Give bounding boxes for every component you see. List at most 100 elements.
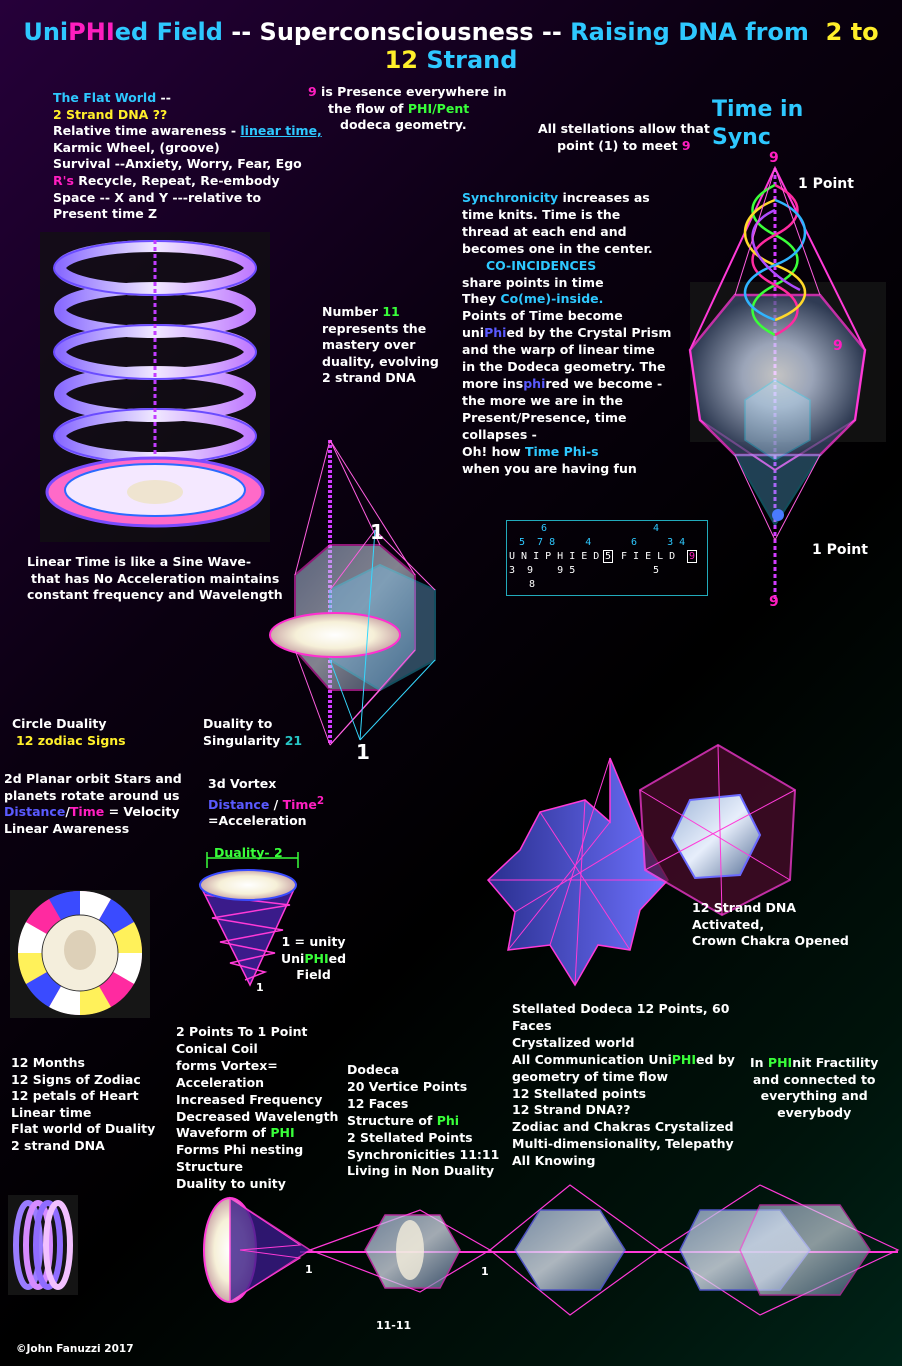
uniphied-field-code-box: 6 4 5 7 8 4 6 3 4 U N I P H I E D 5 F I … [506,520,708,596]
stellations-line2: point (1) to meet [557,137,682,153]
unity-uni: Uni [281,950,305,966]
vortex-slash: / [269,796,283,812]
bottom-one-left: 1 [305,1263,313,1276]
sync-phi: Phi [484,325,507,341]
fractility-line4: everybody [777,1104,852,1120]
vortex-acceleration: =Acceleration [208,813,307,829]
sine-wave-text: Linear Time is like a Sine Wave- that ha… [27,554,283,604]
unity-field-text: 1 = unity UniPHIed Field [281,934,346,984]
two-points-line2: Conical Coil [176,1040,258,1056]
bottom-evolution-sequence [203,1184,900,1316]
sync-line2: time knits. Time is the [462,206,621,222]
duality-line1: Duality to [203,716,273,731]
unity-line1: 1 = unity [281,934,346,949]
code-letters1: U N I P H I E D [509,551,600,562]
sync-phi2: phi [523,375,546,391]
bottom-one-right: 1 [481,1265,489,1278]
unity-field: Field [296,967,331,983]
flat-world-rs: R's [53,172,74,188]
sync-collapses: collapses - [462,426,537,442]
fractility-text: In PHInit Fractility and connected to ev… [750,1055,878,1121]
dodeca-line6: Synchronicities 11:11 [347,1146,500,1162]
sync-crystal-prism: ed by the Crystal Prism [506,325,672,341]
sync-oh-how: Oh! how [462,443,525,459]
nine-bottom: 9 [769,594,779,610]
conical-vortex [198,852,299,987]
flat-world-linear-link: linear time, [240,123,322,139]
sync-line4: becomes one in the center. [462,240,653,256]
flat-world-space: Space -- X and Y ---relative to [53,189,262,205]
code-top1: 6 [541,523,548,534]
coincidences-heading: CO-INCIDENCES [486,257,597,273]
circle-duality-line1: Circle Duality [12,716,107,731]
months-line5: Flat world of Duality [11,1121,156,1137]
one-point-top: 1 Point [798,176,854,192]
one-point-bottom: 1 Point [812,542,868,558]
number11-line3: mastery over [322,337,416,353]
planar-line2: planets rotate around us [4,787,180,803]
vortex-time: Time [282,796,317,812]
planar-line1: 2d Planar orbit Stars and [4,771,182,786]
planar-slash: / [65,804,70,820]
dodeca-line1: Dodeca [347,1062,400,1077]
months-line4: Linear time [11,1104,92,1120]
title-raise: Raising DNA from [570,18,809,46]
code-box1: 5 [603,550,614,563]
sync-line8: Points of Time become [462,308,623,324]
flat-world-karmic: Karmic Wheel, (groove) [53,139,220,155]
page-title: UniPHIed Field -- Superconsciousness -- … [0,18,902,74]
synchronicity-increases: increases as [558,190,650,205]
sync-uni: uni [462,325,485,341]
singularity-label: Singularity [203,732,285,748]
vortex-text: 3d Vortex Distance / Time2 =Acceleration [208,776,324,830]
dodeca-line7: Living in Non Duality [347,1163,495,1179]
dna12-line3: Crown Chakra Opened [692,933,849,949]
stellated-line2: Faces [512,1017,552,1033]
time-in-sync-line2: Sync [712,125,771,150]
stellations-line1: All stellations allow that [538,121,710,136]
code-letters2: F I E L D [621,551,676,562]
sync-time: time [590,409,627,425]
sync-presence: Present/Presence, [462,409,591,425]
code-top2: 4 [653,523,660,534]
cone-one-label: 1 [256,981,264,994]
synchronicity-text: Synchronicity increases as time knits. T… [462,190,671,477]
sync-line10: and the warp of linear time [462,342,655,358]
flat-world-dash: -- [156,90,171,105]
two-points-line9: Structure [176,1159,243,1175]
presence-dodeca: dodeca geometry. [340,117,467,133]
number11-line4: duality, evolving [322,353,439,369]
time-sync-crystal [688,165,886,600]
two-points-line8: Forms Phi nesting [176,1142,304,1158]
months-text: 12 Months 12 Signs of Zodiac 12 petals o… [11,1055,155,1155]
fractility-phi: PHI [767,1055,793,1070]
sync-line13: the more we are in the [462,392,624,408]
sync-line6: share points in time [462,274,604,290]
number11-line2: represents the [322,320,427,336]
stellated-line6: 12 Stellated points [512,1085,647,1101]
title-sep: -- [533,18,571,46]
eleven-eleven-label: 11-11 [376,1319,412,1332]
code-bot2: 5 [653,565,660,576]
stellated-dodecahedron [486,743,797,987]
code-bot1: 3 9 9 5 [509,565,576,576]
flat-world-present: Present time Z [53,206,158,222]
vortex-squared: 2 [316,794,325,807]
dodeca-line5: 2 Stellated Points [347,1129,473,1145]
fractility-in: In [750,1055,768,1070]
two-points-waveform: Waveform of [176,1125,271,1141]
duality-2-label: Duality- 2 [214,845,283,860]
one-label-top: 1 [370,520,384,544]
stellated-line5: geometry of time flow [512,1068,669,1084]
title-strand: Strand [426,46,518,74]
sync-line11: in the Dodeca geometry. The [462,359,666,375]
singularity-21: 21 [284,732,303,748]
nine-right: 9 [833,338,843,354]
duality-singularity-text: Duality to Singularity 21 [203,716,302,749]
stellations-text: All stellations allow that point (1) to … [538,121,710,154]
stellated-line9: Multi-dimensionality, Telepathy [512,1136,734,1152]
months-line1: 12 Months [11,1055,85,1070]
planar-distance: Distance [4,804,66,820]
title-phi: PHI [68,18,115,46]
